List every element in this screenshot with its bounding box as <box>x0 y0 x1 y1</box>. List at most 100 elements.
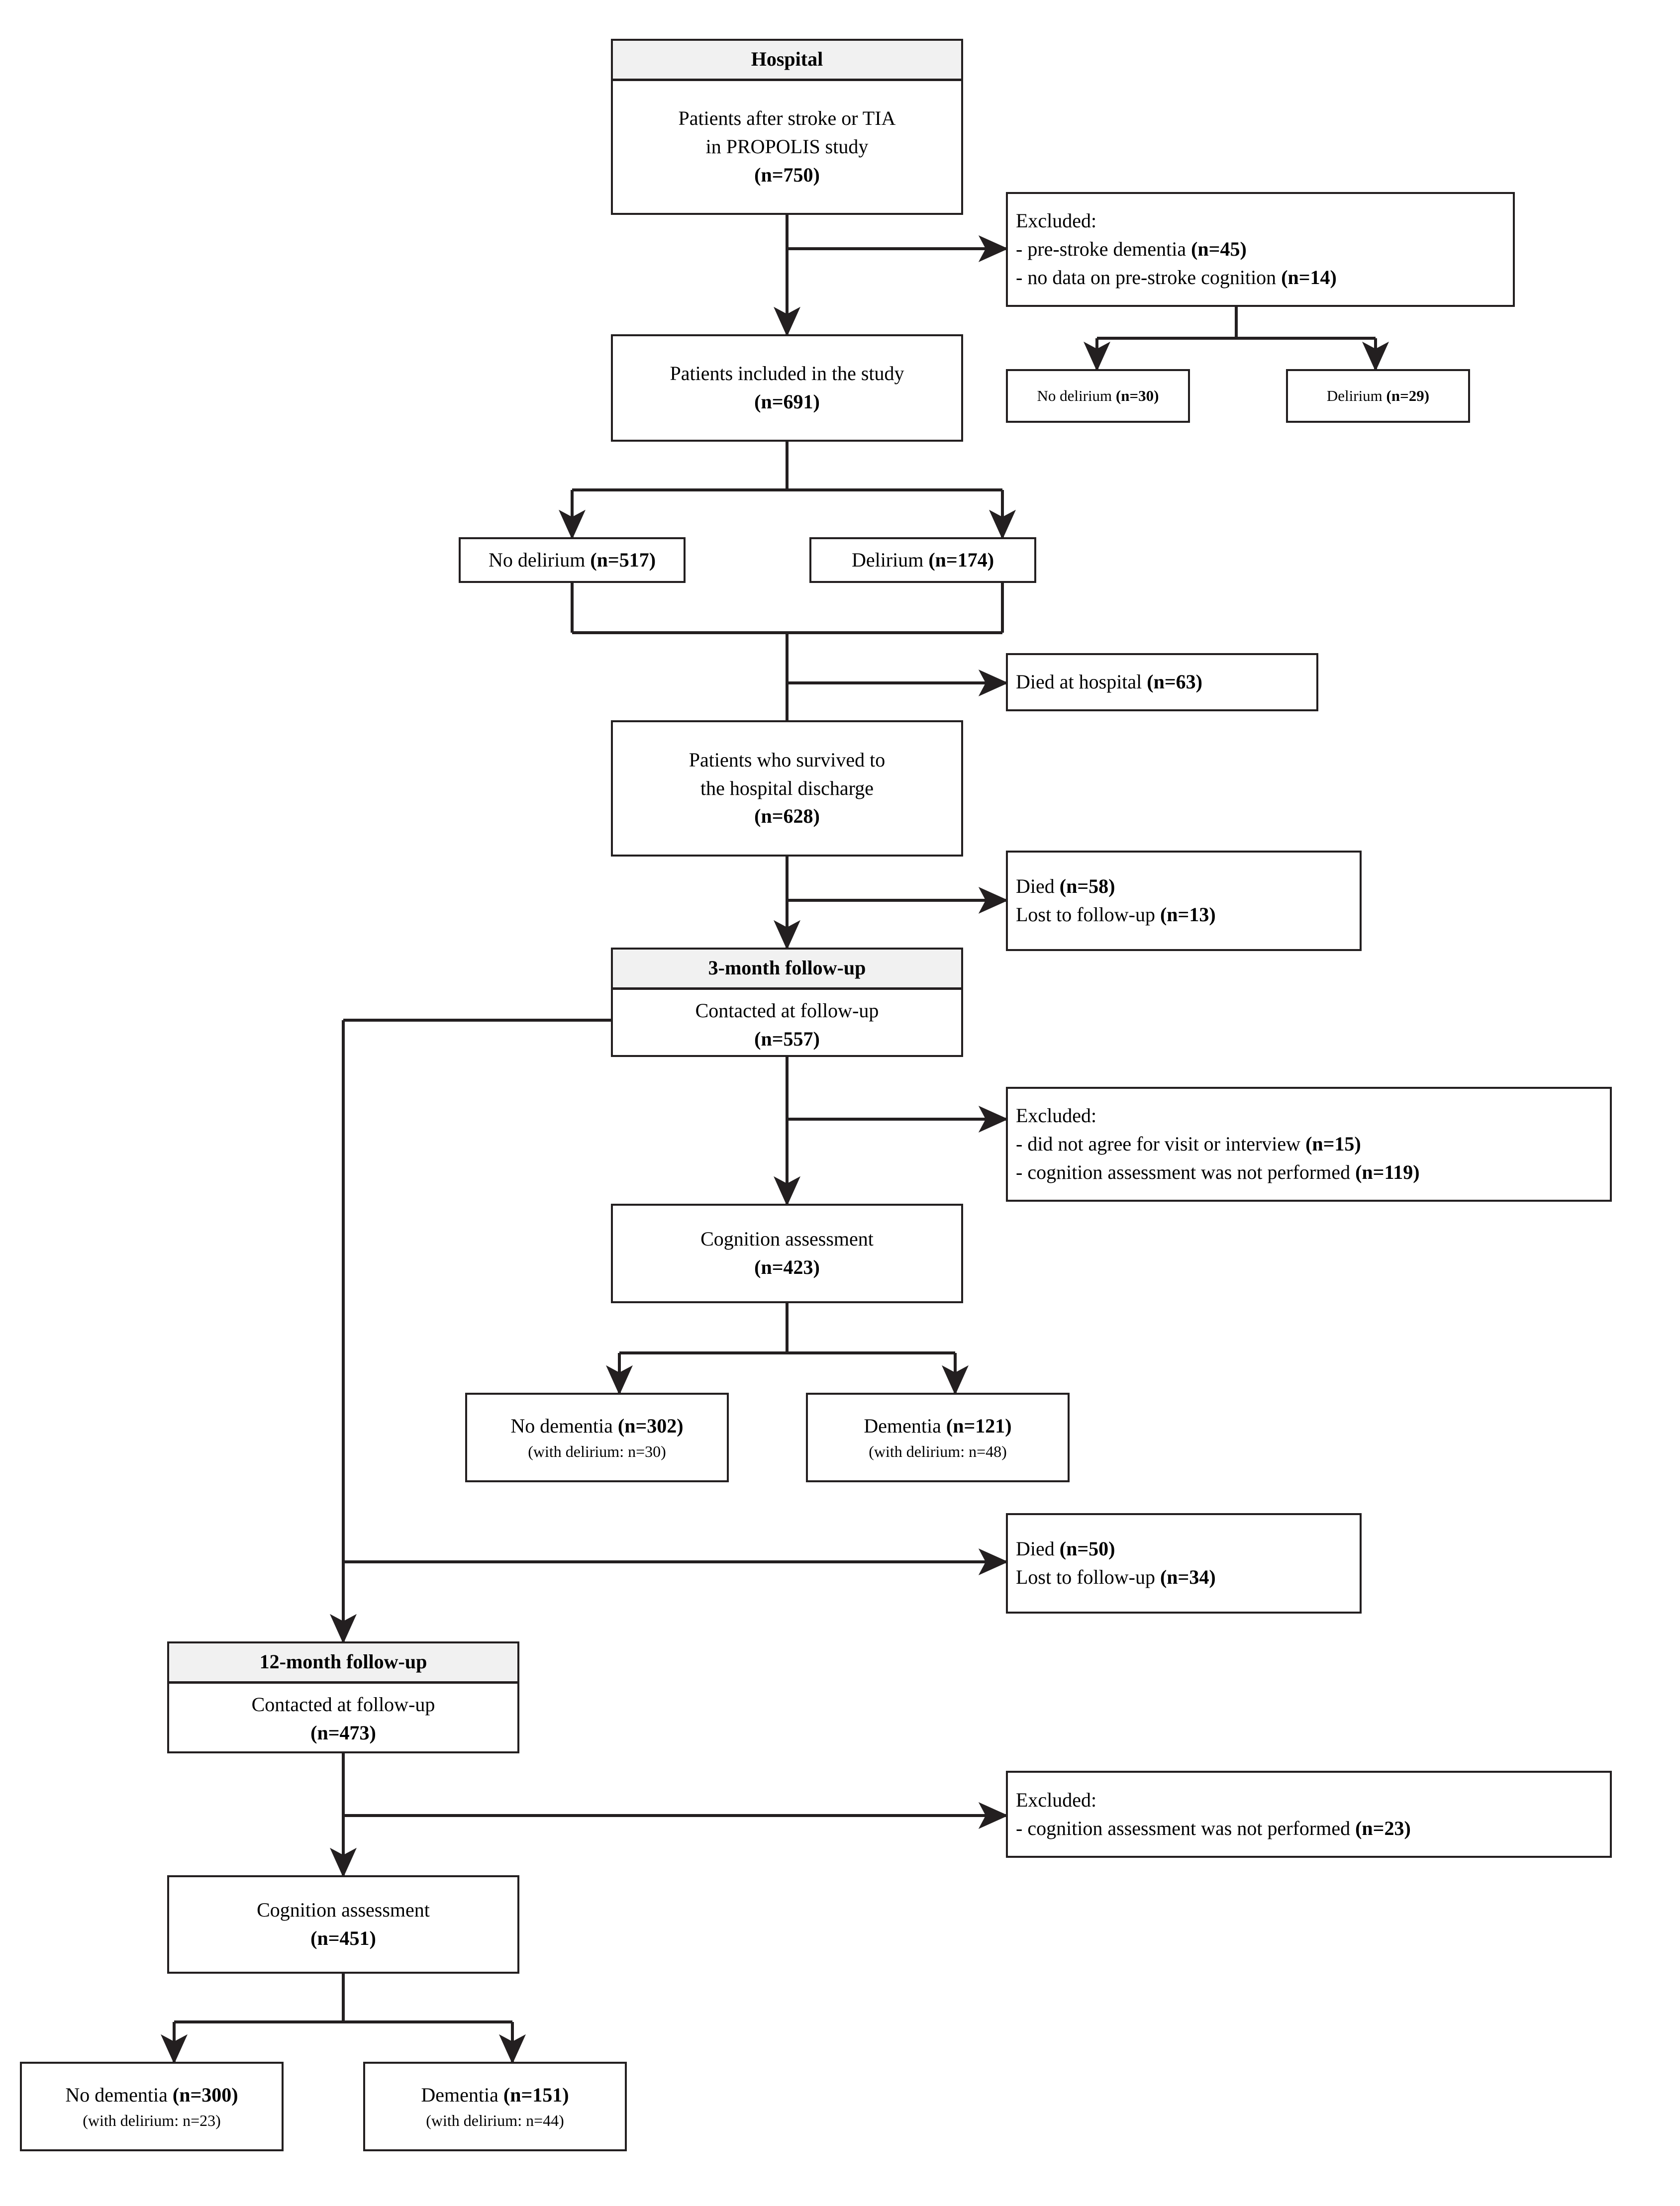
nodem302-sub: (with delirium: n=30) <box>528 1442 666 1460</box>
excluded1-line1: Excluded: <box>1016 209 1097 232</box>
fu12m-line1: Contacted at follow-up <box>251 1693 435 1716</box>
exc3m-line2-n: (n=15) <box>1305 1133 1361 1155</box>
node-excluded-12m[interactable]: Excluded: - cognition assessment was not… <box>1006 1771 1612 1858</box>
diedhosp-n: (n=63) <box>1147 671 1202 693</box>
node-survived-discharge-body: Patients who survived to the hospital di… <box>613 722 961 855</box>
node-cognition-12m-body: Cognition assessment (n=451) <box>169 1877 517 1972</box>
diedhosp-label: Died at hospital <box>1016 671 1147 693</box>
survived-n: (n=628) <box>754 805 820 828</box>
node-hospital-header: Hospital <box>613 41 961 81</box>
cog3m-n: (n=423) <box>754 1256 820 1278</box>
node-followup-3m-header: 3-month follow-up <box>613 950 961 990</box>
fu3m-n: (n=557) <box>754 1027 820 1050</box>
node-no-delirium-517[interactable]: No delirium (n=517) <box>459 537 686 583</box>
diedlost3m-l1-n: (n=58) <box>1059 875 1115 898</box>
node-followup-12m[interactable]: 12-month follow-up Contacted at follow-u… <box>167 1641 519 1753</box>
exc3m-line3-n: (n=119) <box>1355 1160 1420 1183</box>
node-died-at-hospital-body: Died at hospital (n=63) <box>1008 655 1316 709</box>
exc-del-n: (n=29) <box>1386 386 1430 404</box>
nodem302-label: No dementia <box>510 1414 618 1437</box>
fu12m-n: (n=473) <box>310 1721 376 1744</box>
hospital-line2: in PROPOLIS study <box>705 135 869 158</box>
node-excluded-delirium-body: Delirium (n=29) <box>1288 371 1468 421</box>
cog3m-line1: Cognition assessment <box>700 1228 874 1250</box>
exc-nodel-n: (n=30) <box>1115 386 1159 404</box>
included-line1: Patients included in the study <box>670 362 904 385</box>
nodem300-label: No dementia <box>65 2083 173 2106</box>
dem151-label: Dementia <box>421 2083 503 2106</box>
node-excluded-delirium[interactable]: Delirium (n=29) <box>1286 369 1470 423</box>
exc12m-line2: - cognition assessment was not performed <box>1016 1817 1356 1839</box>
node-followup-12m-body: Contacted at follow-up (n=473) <box>169 1684 517 1754</box>
node-followup-3m[interactable]: 3-month follow-up Contacted at follow-up… <box>611 948 963 1057</box>
exc3m-line2: - did not agree for visit or interview <box>1016 1133 1306 1155</box>
node-patients-included[interactable]: Patients included in the study (n=691) <box>611 334 963 442</box>
exc3m-line1: Excluded: <box>1016 1104 1097 1127</box>
node-excluded-12m-body: Excluded: - cognition assessment was not… <box>1008 1773 1610 1856</box>
node-cognition-3m-body: Cognition assessment (n=423) <box>613 1206 961 1301</box>
diedlost12m-l2: Lost to follow-up <box>1016 1566 1160 1588</box>
node-excluded-baseline-body: Excluded: - pre-stroke dementia (n=45) -… <box>1008 194 1513 305</box>
nodel517-label: No delirium <box>488 549 591 571</box>
node-dementia-121[interactable]: Dementia (n=121) (with delirium: n=48) <box>806 1393 1070 1482</box>
node-died-lost-12m[interactable]: Died (n=50) Lost to follow-up (n=34) <box>1006 1513 1362 1614</box>
node-excluded-no-delirium[interactable]: No delirium (n=30) <box>1006 369 1190 423</box>
del174-n: (n=174) <box>928 549 994 571</box>
survived-line2: the hospital discharge <box>700 776 874 799</box>
dem151-n: (n=151) <box>503 2083 569 2106</box>
dem121-sub: (with delirium: n=48) <box>869 1442 1007 1460</box>
nodem300-n: (n=300) <box>172 2083 238 2106</box>
exc-nodel-label: No delirium <box>1037 386 1116 404</box>
node-hospital[interactable]: Hospital Patients after stroke or TIA in… <box>611 39 963 215</box>
diedlost12m-l1: Died <box>1016 1537 1060 1560</box>
fu3m-line1: Contacted at follow-up <box>695 999 879 1022</box>
nodem302-n: (n=302) <box>617 1414 684 1437</box>
exc-del-label: Delirium <box>1326 386 1386 404</box>
nodel517-n: (n=517) <box>590 549 656 571</box>
node-no-dementia-300[interactable]: No dementia (n=300) (with delirium: n=23… <box>20 2062 284 2151</box>
node-no-delirium-517-body: No delirium (n=517) <box>461 539 684 581</box>
excluded1-line2: - pre-stroke dementia <box>1016 238 1191 261</box>
node-survived-discharge[interactable]: Patients who survived to the hospital di… <box>611 720 963 857</box>
exc12m-line1: Excluded: <box>1016 1788 1097 1811</box>
del174-label: Delirium <box>851 549 929 571</box>
diedlost3m-l2: Lost to follow-up <box>1016 903 1160 926</box>
nodem300-sub: (with delirium: n=23) <box>83 2111 221 2129</box>
node-died-at-hospital[interactable]: Died at hospital (n=63) <box>1006 653 1318 711</box>
excluded1-line2-n: (n=45) <box>1191 238 1247 261</box>
cog12m-n: (n=451) <box>310 1927 376 1949</box>
dem121-label: Dementia <box>864 1414 946 1437</box>
excluded1-line3: - no data on pre-stroke cognition <box>1016 266 1282 288</box>
diedlost12m-l1-n: (n=50) <box>1059 1537 1115 1560</box>
dem151-sub: (with delirium: n=44) <box>426 2111 564 2129</box>
node-excluded-3m-body: Excluded: - did not agree for visit or i… <box>1008 1089 1610 1200</box>
included-n: (n=691) <box>754 390 820 413</box>
diedlost12m-l2-n: (n=34) <box>1160 1566 1216 1588</box>
survived-line1: Patients who survived to <box>689 748 886 771</box>
node-no-dementia-300-body: No dementia (n=300) (with delirium: n=23… <box>22 2064 282 2149</box>
cog12m-line1: Cognition assessment <box>257 1899 430 1921</box>
node-cognition-12m[interactable]: Cognition assessment (n=451) <box>167 1875 519 1974</box>
node-patients-included-body: Patients included in the study (n=691) <box>613 336 961 440</box>
node-delirium-174[interactable]: Delirium (n=174) <box>809 537 1036 583</box>
node-no-dementia-302[interactable]: No dementia (n=302) (with delirium: n=30… <box>465 1393 729 1482</box>
node-excluded-baseline[interactable]: Excluded: - pre-stroke dementia (n=45) -… <box>1006 192 1515 307</box>
node-dementia-151-body: Dementia (n=151) (with delirium: n=44) <box>365 2064 625 2149</box>
diedlost3m-l2-n: (n=13) <box>1160 903 1216 926</box>
node-cognition-3m[interactable]: Cognition assessment (n=423) <box>611 1204 963 1303</box>
node-excluded-3m[interactable]: Excluded: - did not agree for visit or i… <box>1006 1087 1612 1202</box>
dem121-n: (n=121) <box>946 1414 1012 1437</box>
node-hospital-body: Patients after stroke or TIA in PROPOLIS… <box>613 81 961 213</box>
node-dementia-151[interactable]: Dementia (n=151) (with delirium: n=44) <box>363 2062 627 2151</box>
excluded1-line3-n: (n=14) <box>1281 266 1337 288</box>
node-died-lost-3m[interactable]: Died (n=58) Lost to follow-up (n=13) <box>1006 851 1362 951</box>
hospital-n: (n=750) <box>754 163 820 186</box>
hospital-line1: Patients after stroke or TIA <box>678 107 896 130</box>
node-excluded-no-delirium-body: No delirium (n=30) <box>1008 371 1188 421</box>
node-dementia-121-body: Dementia (n=121) (with delirium: n=48) <box>808 1395 1068 1480</box>
exc12m-line2-n: (n=23) <box>1355 1817 1411 1839</box>
node-no-dementia-302-body: No dementia (n=302) (with delirium: n=30… <box>467 1395 727 1480</box>
node-followup-12m-header: 12-month follow-up <box>169 1643 517 1684</box>
node-followup-3m-body: Contacted at follow-up (n=557) <box>613 990 961 1060</box>
